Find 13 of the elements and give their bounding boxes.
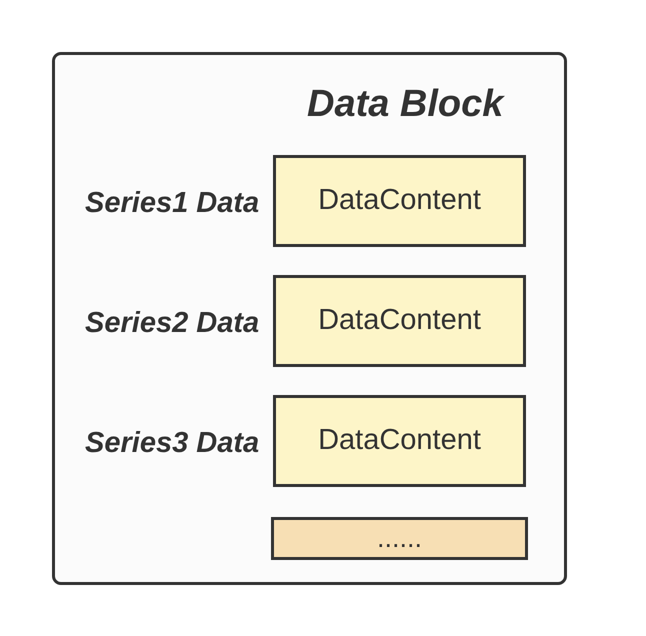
data-block-panel (52, 52, 567, 585)
content-box (273, 275, 526, 367)
content-text: DataContent (318, 424, 481, 458)
content-text: DataContent (318, 304, 481, 338)
series-label: Series3 Data (85, 426, 260, 460)
series-label: Series2 Data (85, 306, 260, 340)
series-label: Series1 Data (85, 186, 260, 220)
ellipsis-text: ...... (376, 522, 422, 554)
content-box (273, 155, 526, 247)
content-box (273, 395, 526, 487)
panel-title: Data Block (307, 85, 504, 123)
content-text: DataContent (318, 184, 481, 218)
ellipsis-box (271, 517, 528, 560)
